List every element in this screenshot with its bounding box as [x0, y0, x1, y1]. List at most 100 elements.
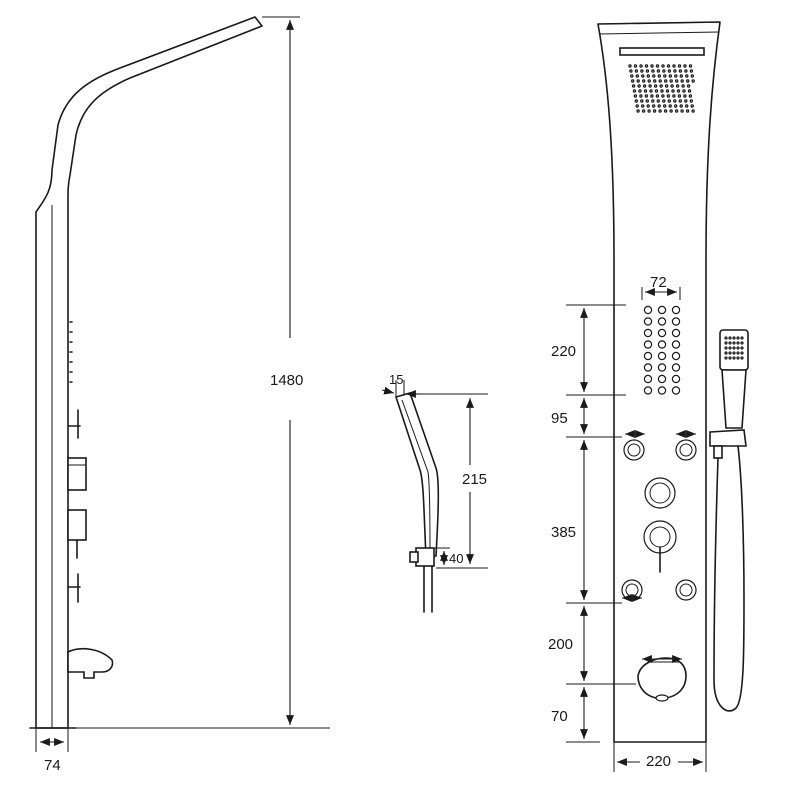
massage-jet [671, 386, 681, 395]
rain-nozzle [663, 109, 668, 113]
massage-jet [671, 363, 681, 372]
rain-nozzle [644, 64, 649, 68]
side-panel-outline [35, 16, 263, 729]
rain-nozzle [648, 84, 652, 88]
dim-label-gap-jets-to-body: 95 [551, 410, 568, 427]
rain-nozzle [652, 104, 656, 108]
massage-jet [657, 351, 667, 361]
handshower-nozzle [724, 356, 728, 360]
rain-nozzle [691, 109, 695, 113]
rain-nozzle [662, 69, 666, 73]
rain-nozzle [651, 69, 655, 73]
rain-nozzle [635, 104, 639, 108]
rain-nozzle [645, 69, 650, 73]
dim-label-bottom-gap: 70 [551, 708, 568, 725]
dim-label-gap-top: 220 [551, 343, 576, 360]
massage-jet [643, 340, 653, 349]
massage-jet [671, 374, 681, 384]
rain-nozzle [677, 94, 682, 98]
massage-jet [657, 328, 667, 338]
rain-nozzle [660, 89, 664, 93]
rain-nozzle [642, 84, 647, 88]
body-jet-lower-right [675, 579, 697, 601]
rain-nozzle [661, 64, 665, 68]
dim-label-jets-block: 72 [650, 274, 667, 291]
rain-nozzle [663, 74, 667, 78]
rain-nozzle [680, 109, 684, 113]
rain-nozzle [685, 104, 689, 108]
handshower-nozzle [732, 341, 736, 345]
side-thermostat-knob [67, 509, 87, 541]
rain-nozzle [659, 84, 663, 88]
handset-detail: 15 215 40 [381, 372, 488, 613]
rain-nozzle [651, 99, 655, 103]
rain-nozzle [690, 104, 694, 108]
front-view: 72 220 95 385 200 70 220 [548, 21, 749, 772]
rain-nozzle [663, 104, 667, 108]
handset-hose [423, 565, 433, 613]
handshower-nozzles [724, 336, 744, 360]
rain-nozzle [657, 104, 661, 108]
rain-nozzle [637, 84, 641, 88]
handshower-nozzle [724, 346, 728, 350]
rain-nozzle [682, 89, 686, 93]
rain-nozzle [650, 94, 654, 98]
rain-nozzle [639, 94, 643, 98]
massage-jet [671, 317, 681, 326]
rain-nozzle [675, 84, 680, 88]
front-panel-outline [597, 21, 721, 743]
rain-nozzle [634, 99, 639, 103]
rain-nozzle [678, 99, 683, 103]
dim-label-handset-holder: 40 [449, 551, 463, 566]
rain-nozzle [688, 64, 693, 68]
handset-head [394, 392, 440, 557]
rain-nozzle [690, 74, 695, 78]
rain-nozzle [658, 79, 662, 83]
handshower-nozzle [732, 356, 736, 360]
rain-nozzle [646, 74, 651, 78]
rain-nozzle [635, 74, 640, 78]
rain-nozzle [666, 64, 671, 68]
rain-nozzle [689, 99, 694, 103]
rain-nozzle [672, 64, 676, 68]
rain-nozzle [681, 84, 685, 88]
rain-nozzle [640, 69, 644, 73]
massage-jet [657, 386, 667, 395]
rain-nozzle [641, 104, 645, 108]
massage-jet [657, 305, 667, 315]
handshower-nozzle [740, 341, 744, 345]
rain-nozzle [665, 89, 670, 93]
handshower-nozzle [732, 336, 736, 340]
massage-jet [643, 305, 653, 315]
dim-label-handset-length: 215 [462, 471, 487, 488]
rain-nozzle [652, 109, 657, 113]
rain-nozzle [664, 84, 669, 88]
rain-nozzle [674, 109, 679, 113]
rain-nozzle [687, 89, 692, 93]
rain-nozzle [686, 84, 691, 88]
rain-nozzle [673, 69, 677, 73]
rain-nozzle [678, 69, 683, 73]
massage-jet [643, 317, 653, 326]
rain-nozzle [685, 74, 689, 78]
rain-nozzle [679, 104, 683, 108]
rain-nozzle [634, 69, 639, 73]
rain-nozzle [679, 74, 684, 78]
handshower-nozzle [724, 336, 728, 340]
rain-nozzle [643, 89, 648, 93]
dim-label-side-width: 74 [44, 757, 61, 774]
dim-label-total-height: 1480 [270, 372, 303, 389]
handshower [709, 329, 749, 712]
massage-jet [657, 363, 667, 372]
dim-label-front-width: 220 [646, 753, 671, 770]
handshower-nozzle [736, 351, 740, 355]
handshower-nozzle [740, 356, 744, 360]
handshower-nozzle [736, 356, 740, 360]
rain-nozzle [674, 74, 678, 78]
side-body-jet-lower [67, 573, 81, 603]
rain-nozzle [631, 84, 636, 88]
massage-jet [643, 363, 653, 372]
rain-nozzle [653, 84, 658, 88]
handshower-nozzle [728, 356, 732, 360]
massage-jet [657, 317, 667, 326]
